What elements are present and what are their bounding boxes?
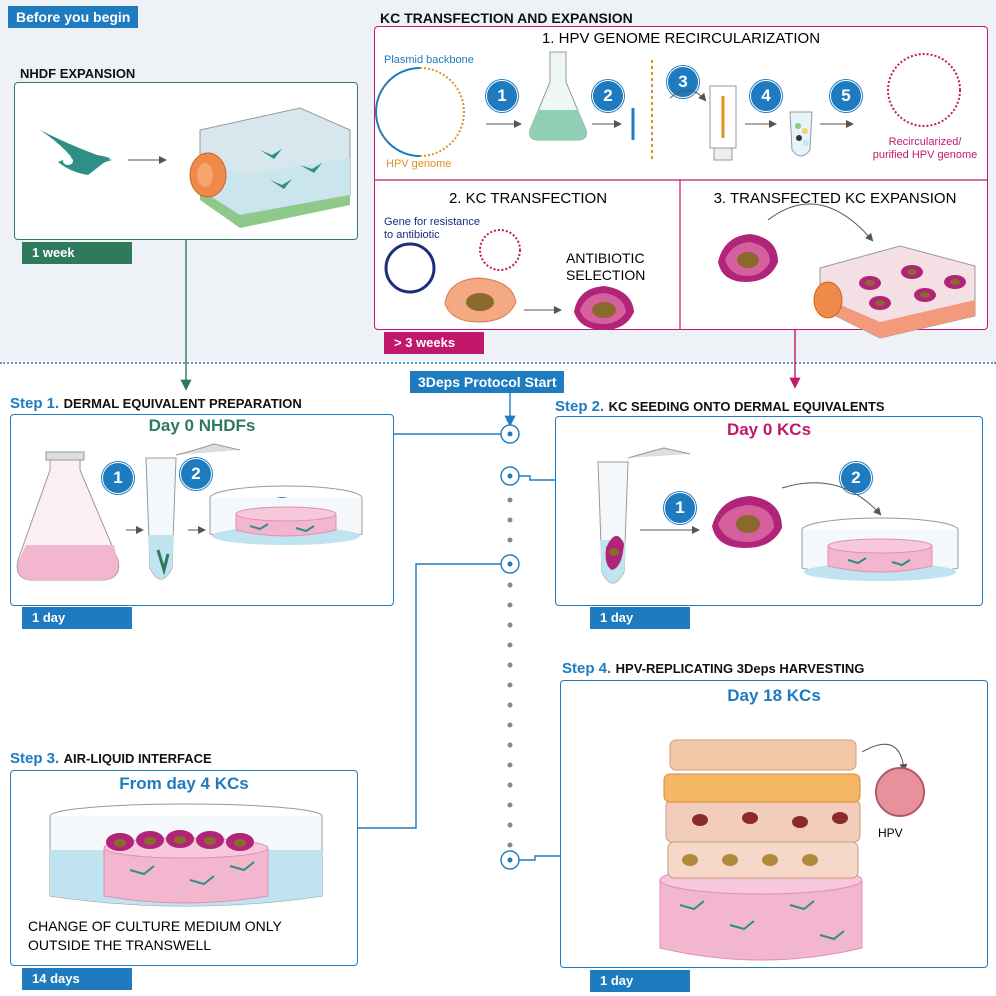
step3-duration: 14 days	[22, 968, 132, 990]
before-you-begin-tag: Before you begin	[8, 6, 139, 28]
gene-resistance-label-2: to antibiotic	[384, 229, 440, 241]
recirc-step-4: 4	[750, 80, 782, 112]
step1-num-2: 2	[180, 458, 212, 490]
step1-heading: Step 1. DERMAL EQUIVALENT PREPARATION	[10, 395, 302, 413]
recircularized-label-1: Recircularized/	[888, 136, 962, 148]
hpv-virus-label: HPV	[878, 826, 903, 840]
step1-num-3: 3	[266, 498, 298, 530]
timeline-nodes	[500, 424, 520, 870]
step4-duration: 1 day	[590, 970, 690, 992]
recirc-step-2: 2	[592, 80, 624, 112]
step4-title: HPV-REPLICATING 3Deps HARVESTING	[615, 661, 865, 676]
kc-transfection-title: KC TRANSFECTION AND EXPANSION	[380, 10, 633, 26]
gene-resistance-label-1: Gene for resistance	[384, 216, 480, 228]
step1-day: Day 0 NHDFs	[148, 416, 256, 435]
recirc-step-5: 5	[830, 80, 862, 112]
step1-box	[10, 414, 394, 606]
step2-num-1: 1	[664, 492, 696, 524]
timeline	[507, 497, 513, 848]
step4-day: Day 18 KCs	[727, 686, 821, 705]
kc-duration-badge: > 3 weeks	[384, 332, 484, 354]
step3-day: From day 4 KCs	[119, 774, 249, 793]
step4-label: Step 4.	[562, 660, 612, 677]
step3-label: Step 3.	[10, 750, 60, 767]
antibiotic-selection-label-1: ANTIBIOTIC	[566, 250, 645, 266]
plasmid-backbone-label: Plasmid backbone	[384, 54, 474, 66]
recirc-step-1: 1	[486, 80, 518, 112]
step2-day: Day 0 KCs	[726, 420, 812, 439]
step4-box	[560, 680, 988, 968]
recircularized-label-2: purified HPV genome	[872, 149, 978, 161]
recirc-title: 1. HPV GENOME RECIRCULARIZATION	[541, 30, 821, 47]
nhdf-expansion-title: NHDF EXPANSION	[20, 66, 136, 81]
hpv-genome-label: HPV genome	[386, 158, 452, 170]
kc-expansion-subtitle: 3. TRANSFECTED KC EXPANSION	[713, 190, 957, 207]
step1-label: Step 1.	[10, 395, 60, 412]
step1-duration: 1 day	[22, 607, 132, 629]
nhdf-expansion-box	[14, 82, 358, 240]
step3-note-2: OUTSIDE THE TRANSWELL	[28, 937, 212, 953]
step2-label: Step 2.	[555, 398, 605, 415]
step3-heading: Step 3. AIR-LIQUID INTERFACE	[10, 750, 212, 768]
step3-title: AIR-LIQUID INTERFACE	[63, 751, 212, 766]
step1-num-1: 1	[102, 462, 134, 494]
step2-heading: Step 2. KC SEEDING ONTO DERMAL EQUIVALEN…	[555, 398, 885, 416]
kc-transfection-subtitle: 2. KC TRANSFECTION	[448, 190, 608, 207]
protocol-start-tag: 3Deps Protocol Start	[410, 371, 565, 393]
step2-title: KC SEEDING ONTO DERMAL EQUIVALENTS	[608, 399, 885, 414]
step2-box	[555, 416, 983, 606]
step2-duration: 1 day	[590, 607, 690, 629]
step3-note-1: CHANGE OF CULTURE MEDIUM ONLY	[28, 918, 282, 934]
antibiotic-selection-label-2: SELECTION	[566, 267, 646, 283]
section-divider	[0, 362, 996, 364]
step2-num-2: 2	[840, 462, 872, 494]
nhdf-duration-badge: 1 week	[22, 242, 132, 264]
step4-heading: Step 4. HPV-REPLICATING 3Deps HARVESTING	[562, 660, 864, 678]
recirc-step-3: 3	[667, 66, 699, 98]
step1-title: DERMAL EQUIVALENT PREPARATION	[63, 396, 302, 411]
